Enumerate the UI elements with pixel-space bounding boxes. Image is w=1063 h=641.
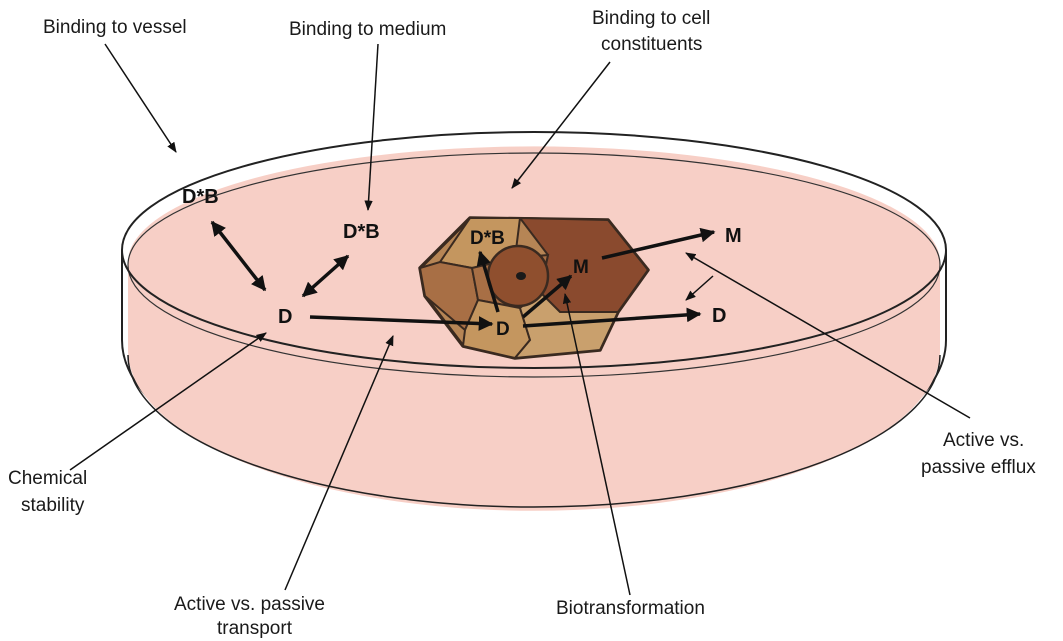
label-transport-1: Active vs. passive bbox=[174, 594, 325, 615]
species-d-out: D bbox=[712, 305, 726, 327]
leader-vessel bbox=[105, 44, 176, 152]
label-binding-cell-1: Binding to cell bbox=[592, 8, 710, 29]
species-db-vessel: D*B bbox=[182, 186, 219, 208]
cell-nucleolus bbox=[516, 272, 526, 280]
species-m-cell: M bbox=[573, 257, 589, 278]
species-d-cell: D bbox=[496, 319, 510, 340]
label-binding-medium: Binding to medium bbox=[289, 19, 446, 40]
species-d-medium: D bbox=[278, 306, 292, 328]
label-chem-2: stability bbox=[21, 495, 85, 516]
label-efflux-2: passive efflux bbox=[921, 457, 1036, 478]
label-biotransformation: Biotransformation bbox=[556, 598, 705, 619]
label-transport-2: transport bbox=[217, 618, 293, 639]
species-db-cell: D*B bbox=[470, 228, 505, 249]
label-chem-1: Chemical bbox=[8, 468, 87, 489]
label-efflux-1: Active vs. bbox=[943, 430, 1024, 451]
species-db-medium: D*B bbox=[343, 221, 380, 243]
species-m-out: M bbox=[725, 225, 742, 247]
label-binding-cell-2: constituents bbox=[601, 34, 702, 55]
label-binding-vessel: Binding to vessel bbox=[43, 17, 187, 38]
